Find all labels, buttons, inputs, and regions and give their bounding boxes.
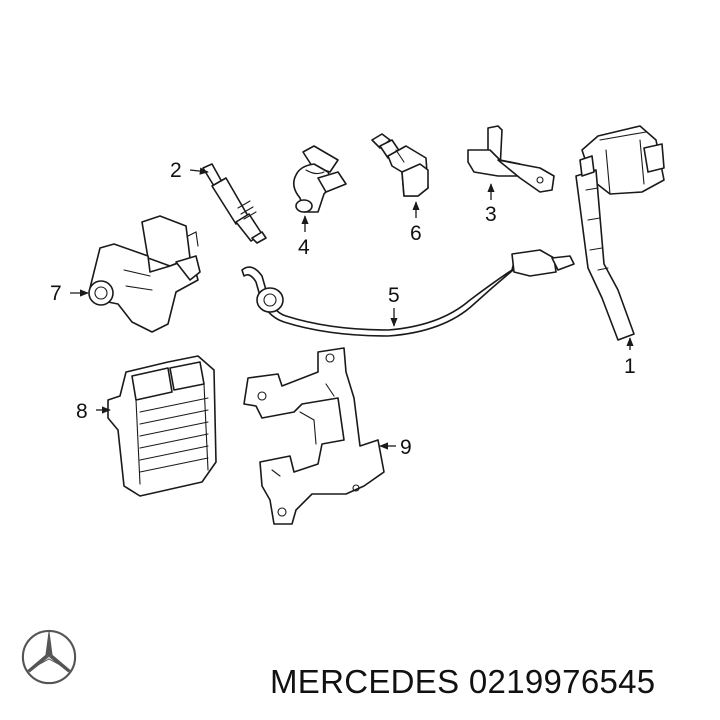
brand-name: MERCEDES [270, 663, 460, 700]
part-number: 0219976545 [468, 663, 656, 700]
callout-4: 4 [298, 236, 310, 259]
temperature-sender-part [371, 133, 429, 197]
bracket-part [467, 125, 555, 193]
mounting-plate-part [243, 347, 385, 525]
callout-7: 7 [50, 282, 62, 305]
callout-5: 5 [388, 284, 400, 307]
callout-9: 9 [400, 436, 412, 459]
engine-control-module-part [107, 355, 217, 497]
callout-8: 8 [76, 400, 88, 423]
camshaft-sensor-part [292, 145, 347, 213]
callout-3: 3 [485, 203, 497, 226]
mercedes-star-icon [21, 629, 77, 685]
callout-6: 6 [410, 222, 422, 245]
wiring-harness-part [241, 249, 575, 337]
spark-plug-part [202, 163, 267, 244]
callout-2: 2 [170, 159, 182, 182]
callout-1: 1 [624, 355, 636, 378]
ignition-coil-part [575, 125, 665, 341]
brand-caption: MERCEDES 0219976545 [270, 663, 655, 701]
pressure-converter-part [88, 215, 201, 333]
